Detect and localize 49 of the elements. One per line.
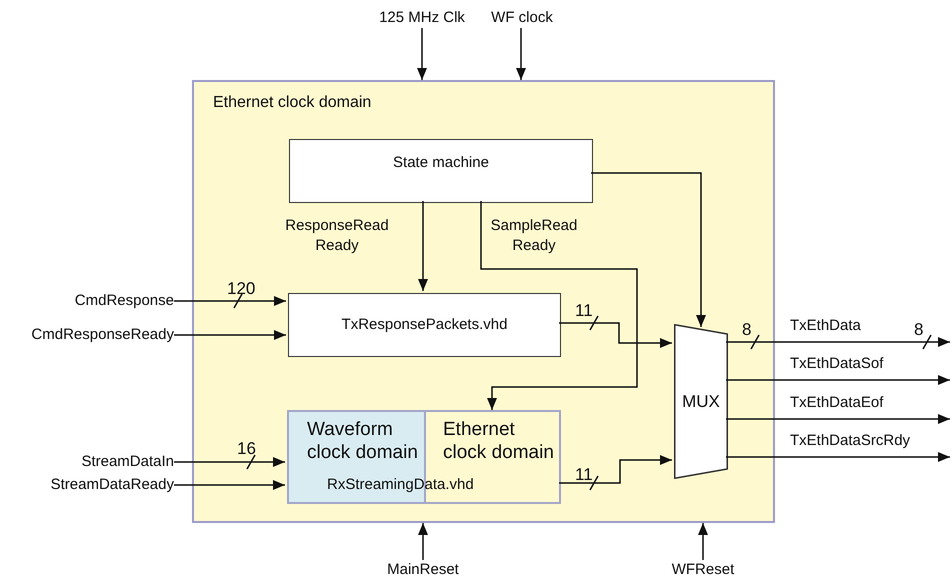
arrow [726, 337, 950, 347]
edge-label: TxEthDataEof [790, 393, 884, 413]
arrow [418, 201, 428, 291]
signal-label: WFReset [660, 560, 746, 580]
multiplexer [674, 324, 728, 479]
arrow [480, 201, 638, 410]
arrow [726, 414, 950, 424]
arrow [174, 330, 286, 340]
block-label: MUX [682, 392, 720, 412]
arrow [559, 322, 672, 348]
signal-label: MainReset [370, 560, 476, 580]
arrow [726, 375, 950, 385]
bus-width-label: 16 [237, 439, 256, 459]
signal-label: CmdResponseReady [10, 325, 174, 345]
process-box [288, 293, 561, 357]
bus-width-label: 11 [575, 465, 593, 485]
arrow [417, 28, 427, 80]
edge-label: SampleRead Ready [490, 216, 578, 256]
arrow [174, 480, 285, 490]
clock-domain-panel [192, 80, 775, 523]
region-label: Waveform clock domain [307, 418, 419, 464]
bus-width-label: 11 [575, 301, 593, 321]
domain-title: Ethernet clock domain [213, 93, 372, 113]
edge-label: TxEthData [790, 316, 861, 336]
edge-label: TxEthDataSrcRdy [790, 431, 910, 451]
arrow [516, 28, 526, 80]
arrow [698, 523, 708, 560]
signal-label: CmdResponse [20, 291, 174, 311]
signal-label: WF clock [486, 8, 558, 28]
signal-label: 125 MHz Clk [370, 8, 474, 28]
signal-label: StreamDataIn [20, 452, 174, 472]
arrow [591, 172, 706, 327]
arrow [418, 523, 428, 560]
edge-label: ResponseRead Ready [284, 216, 390, 256]
block-label: RxStreamingData.vhd [327, 475, 474, 495]
arrow [174, 457, 285, 467]
block-label: State machine [393, 153, 489, 173]
region-label: Ethernet clock domain [443, 418, 555, 464]
arrow [559, 455, 672, 484]
bus-width-label: 8 [742, 320, 752, 340]
process-box [289, 139, 593, 203]
arrow [726, 452, 950, 462]
edge-label: TxEthDataSof [790, 354, 884, 374]
bus-width-label: 120 [227, 279, 256, 299]
block-label: TxResponsePackets.vhd [342, 315, 508, 335]
bus-width-label: 8 [914, 320, 924, 340]
arrow [174, 296, 286, 306]
signal-label: StreamDataReady [10, 475, 174, 495]
module-box [287, 410, 561, 504]
